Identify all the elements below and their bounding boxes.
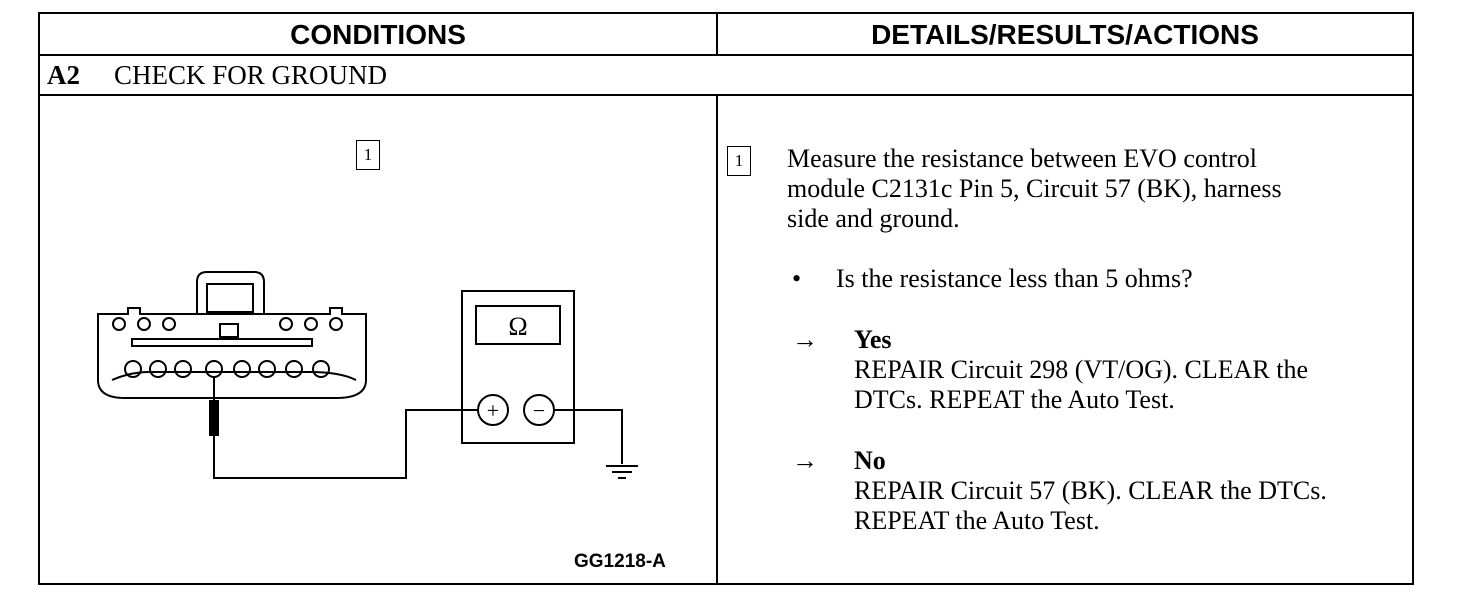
ground-symbol — [606, 465, 638, 479]
instruction-text: Measure the resistance between EVO contr… — [787, 144, 1282, 234]
multimeter-body — [461, 290, 575, 444]
section-row: A2 CHECK FOR GROUND — [40, 56, 1412, 96]
question-bullet: • — [792, 264, 802, 293]
conditions-header: CONDITIONS — [40, 14, 718, 54]
no-action-line: REPAIR Circuit 57 (BK). CLEAR the DTCs. — [854, 476, 1327, 505]
instruction-line: module C2131c Pin 5, Circuit 57 (BK), ha… — [787, 174, 1282, 203]
multimeter-display — [475, 305, 561, 345]
no-arrow: → — [792, 446, 818, 475]
no-branch: No REPAIR Circuit 57 (BK). CLEAR the DTC… — [854, 446, 1327, 536]
yes-arrow: → — [792, 325, 818, 354]
plus-symbol: + — [487, 398, 499, 423]
no-label: No — [854, 446, 886, 475]
no-action-line: REPEAT the Auto Test. — [854, 506, 1100, 535]
minus-symbol: − — [533, 398, 545, 423]
details-cell: 1 Measure the resistance between EVO con… — [718, 96, 1412, 583]
connector-latch — [196, 271, 265, 314]
instruction-line: side and ground. — [787, 204, 960, 233]
details-step-number: 1 — [727, 146, 751, 176]
connector-body — [97, 307, 367, 399]
connector-latch-slot — [206, 283, 254, 313]
diagnostic-table: CONDITIONS DETAILS/RESULTS/ACTIONS A2 CH… — [38, 12, 1414, 585]
section-code: A2 — [47, 60, 80, 90]
conditions-step-number: 1 — [356, 140, 380, 170]
ground-wire — [554, 409, 623, 464]
probe-tip — [209, 400, 219, 436]
yes-action-line: DTCs. REPEAT the Auto Test. — [854, 385, 1175, 414]
multimeter-positive-jack — [477, 394, 509, 426]
connector-bottom-pins — [124, 360, 330, 378]
yes-label: Yes — [854, 325, 892, 354]
connector-center-bar — [131, 338, 313, 347]
details-header: DETAILS/RESULTS/ACTIONS — [871, 19, 1259, 50]
yes-branch: Yes REPAIR Circuit 298 (VT/OG). CLEAR th… — [854, 325, 1308, 415]
connector-top-pins — [112, 317, 343, 331]
wiring-diagram: Ω + − — [97, 271, 638, 479]
yes-action-line: REPAIR Circuit 298 (VT/OG). CLEAR the — [854, 355, 1309, 384]
ohm-symbol: Ω — [508, 312, 527, 341]
connector-key — [219, 323, 239, 338]
connector-inner-lip — [111, 371, 357, 381]
conditions-cell: 1 — [40, 96, 718, 583]
table-header: CONDITIONS DETAILS/RESULTS/ACTIONS — [40, 14, 1412, 56]
section-title: CHECK FOR GROUND — [114, 60, 388, 90]
positive-wire — [213, 409, 477, 479]
question-text: Is the resistance less than 5 ohms? — [836, 264, 1193, 293]
instruction-line: Measure the resistance between EVO contr… — [787, 144, 1257, 173]
figure-id: GG1218-A — [574, 551, 666, 572]
